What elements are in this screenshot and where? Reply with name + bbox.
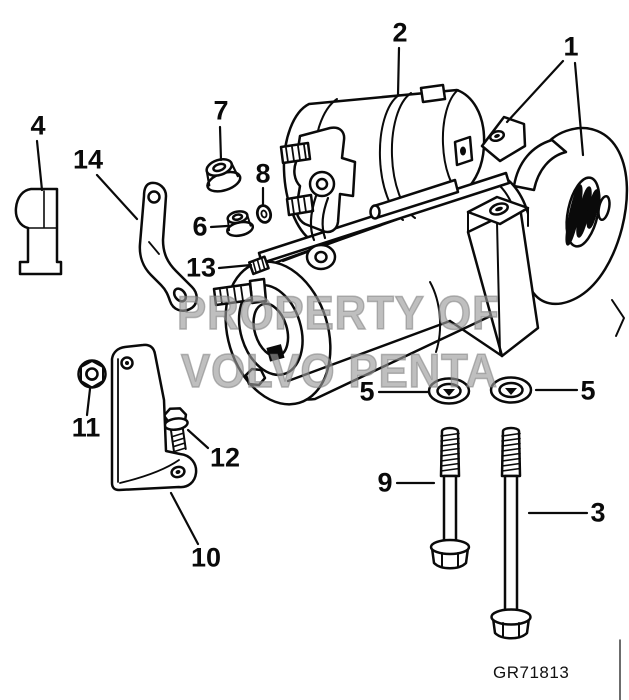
flange-nut-11 — [77, 359, 107, 389]
bolt-3 — [490, 426, 532, 640]
callout-7-label: 7 — [213, 95, 229, 126]
starter-motor-assembly — [212, 83, 629, 406]
support-strap — [138, 181, 198, 312]
washer-left — [427, 377, 471, 405]
leader-lines — [35, 46, 589, 546]
callout-3-label: 3 — [590, 497, 606, 528]
callout-5-label-left: 5 — [359, 376, 375, 407]
tie-rods — [257, 171, 511, 265]
callout-13-label: 13 — [185, 252, 217, 283]
front-flange — [212, 260, 452, 406]
callout-14-label: 14 — [72, 144, 104, 175]
callout-10-label: 10 — [190, 542, 222, 573]
callout-8-label: 8 — [255, 158, 271, 189]
callout-9-label: 9 — [377, 467, 393, 498]
small-nut-8 — [255, 204, 273, 224]
callout-11-label: 11 — [71, 412, 101, 443]
drive-end-housing — [512, 126, 629, 337]
bolt-9 — [429, 426, 471, 570]
terminal-cap — [14, 187, 63, 276]
mounting-block — [448, 115, 540, 358]
flange-nut-7 — [205, 158, 242, 193]
terminal-stud-13 — [248, 255, 270, 276]
support-bracket — [110, 343, 198, 492]
washer-right — [489, 376, 533, 404]
screw-12 — [162, 407, 189, 453]
callout-2-label: 2 — [392, 17, 408, 48]
flange-nut-6 — [226, 210, 255, 238]
callout-12-label: 12 — [209, 442, 241, 473]
callout-4-label: 4 — [30, 110, 46, 141]
callout-1-label: 1 — [563, 31, 579, 62]
callout-5-label-right: 5 — [580, 375, 596, 406]
callout-6-label: 6 — [192, 211, 208, 242]
solenoid-terminals — [279, 126, 357, 271]
drawing-code: GR71813 — [493, 663, 570, 682]
